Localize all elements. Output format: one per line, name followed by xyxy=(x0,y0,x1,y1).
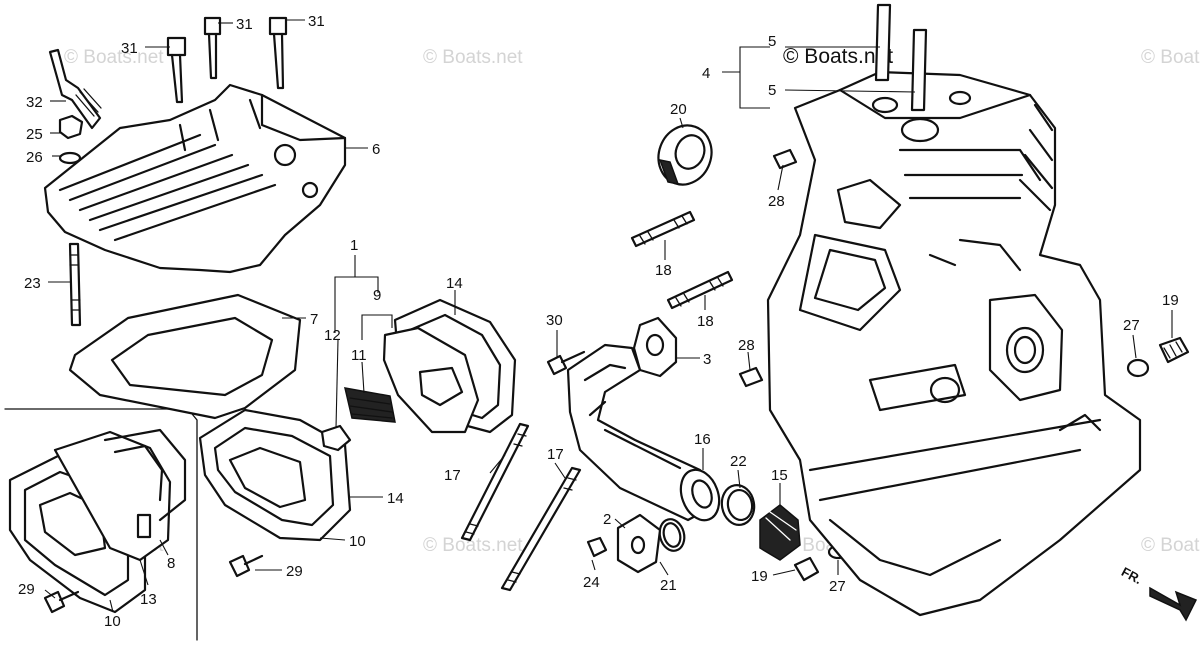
callout-1: 1 xyxy=(350,237,358,254)
callout-10: 10 xyxy=(104,613,121,630)
breather-cover-part xyxy=(8,428,187,614)
watermark: © Boats.net xyxy=(423,47,523,68)
callout-14: 14 xyxy=(387,490,404,507)
nut-part xyxy=(58,114,84,165)
callout-9: 9 xyxy=(373,287,381,304)
callout-30: 30 xyxy=(546,312,563,329)
watermark: © Boats.net xyxy=(1141,535,1200,556)
callout-32: 32 xyxy=(26,94,43,111)
callout-2: 2 xyxy=(603,511,611,528)
long-stud-part xyxy=(460,422,582,592)
head-gasket-part xyxy=(68,293,302,420)
screw-part xyxy=(43,554,264,614)
callout-25: 25 xyxy=(26,126,43,143)
callout-27: 27 xyxy=(829,578,846,595)
callout-14: 14 xyxy=(446,275,463,292)
stud-part xyxy=(68,242,82,327)
short-stud-part xyxy=(630,210,734,310)
callout-3: 3 xyxy=(703,351,711,368)
oil-seal-part xyxy=(657,124,713,186)
front-direction-indicator: FR. xyxy=(1119,564,1198,622)
callout-17: 17 xyxy=(444,467,461,484)
callout-10: 10 xyxy=(349,533,366,550)
callout-5: 5 xyxy=(768,82,776,99)
callout-5: 5 xyxy=(768,33,776,50)
breather-plate-part xyxy=(198,408,352,542)
callout-29: 29 xyxy=(18,581,35,598)
callout-8: 8 xyxy=(167,555,175,572)
callout-29: 29 xyxy=(286,563,303,580)
callout-4: 4 xyxy=(702,65,710,82)
breather-tube-part xyxy=(546,316,721,522)
callout-20: 20 xyxy=(670,101,687,118)
callout-22: 22 xyxy=(730,453,747,470)
callout-19: 19 xyxy=(751,568,768,585)
callout-27: 27 xyxy=(1123,317,1140,334)
callout-17: 17 xyxy=(547,446,564,463)
drain-plug-part xyxy=(1126,336,1190,378)
watermark: © Boats.net xyxy=(423,535,523,556)
watermark: © Boats.net xyxy=(64,47,164,68)
callout-6: 6 xyxy=(372,141,380,158)
callout-26: 26 xyxy=(26,149,43,166)
reed-valve-part xyxy=(320,298,517,452)
crankcase-part xyxy=(766,70,1142,617)
callout-28: 28 xyxy=(768,193,785,210)
callout-11: 11 xyxy=(351,347,367,364)
callout-23: 23 xyxy=(24,275,41,292)
spark-plug-part xyxy=(48,48,102,130)
callout-18: 18 xyxy=(697,313,714,330)
front-label: FR. xyxy=(1119,564,1145,587)
bracket-part xyxy=(586,513,662,574)
bolt-part xyxy=(166,16,288,104)
callout-18: 18 xyxy=(655,262,672,279)
dowel-pin-part xyxy=(738,148,798,388)
callout-numbers: 31 31 31 32 25 26 6 23 7 1 9 14 12 11 14… xyxy=(18,13,1179,630)
callout-12: 12 xyxy=(324,327,341,344)
callout-21: 21 xyxy=(660,577,677,594)
cylinder-head-part xyxy=(43,83,347,274)
watermark-primary: © Boats.net xyxy=(783,45,893,68)
o-ring-part xyxy=(658,484,756,552)
leader-lines xyxy=(44,19,1173,613)
callout-19: 19 xyxy=(1162,292,1179,309)
callout-16: 16 xyxy=(694,431,711,448)
callout-15: 15 xyxy=(771,467,788,484)
callout-31: 31 xyxy=(236,16,253,33)
cylinder-stud-part xyxy=(874,3,928,112)
callout-31: 31 xyxy=(308,13,325,30)
callout-31: 31 xyxy=(121,40,138,57)
callout-28: 28 xyxy=(738,337,755,354)
watermark: © Boats.net xyxy=(1141,47,1200,68)
callout-13: 13 xyxy=(140,591,157,608)
callout-24: 24 xyxy=(583,574,600,591)
callout-7: 7 xyxy=(310,311,318,328)
